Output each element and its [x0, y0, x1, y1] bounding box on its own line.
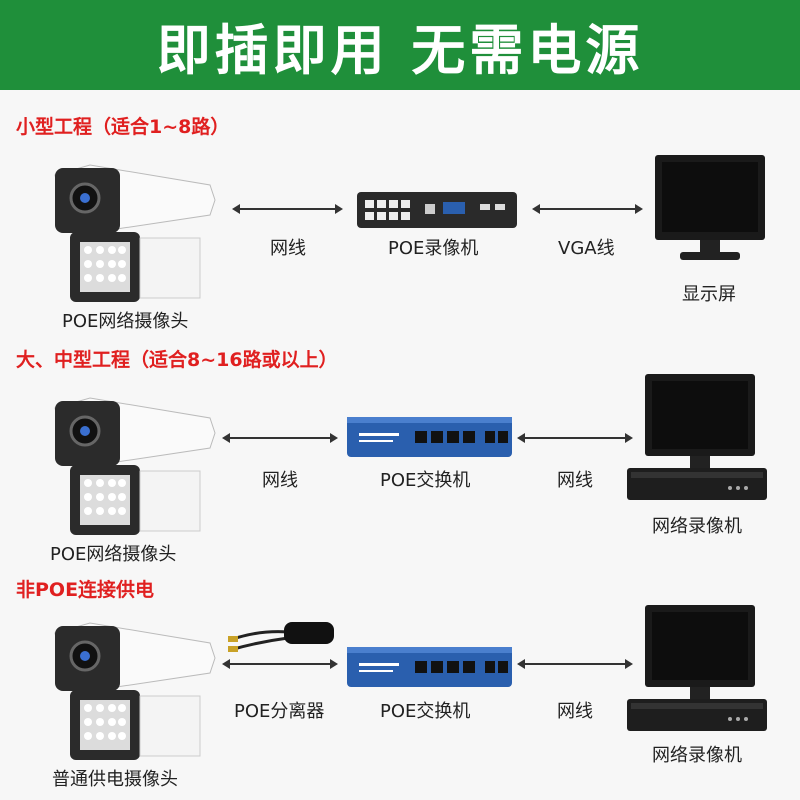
section-title: 非POE连接供电: [16, 579, 155, 601]
camera-label: POE网络摄像头: [62, 311, 189, 332]
connection-arrow: [517, 659, 633, 669]
hub-label: POE录像机: [388, 238, 479, 259]
connection-arrow: [232, 204, 343, 214]
nvr-monitor-icon: [627, 374, 767, 500]
link-label: 网线: [557, 701, 593, 722]
section-title: 大、中型工程（适合8~16路或以上）: [16, 349, 338, 371]
bullet-camera-icon: [54, 397, 216, 535]
section-title: 小型工程（适合1~8路）: [16, 116, 230, 138]
connection-arrow: [532, 204, 643, 214]
camera-label: 普通供电摄像头: [52, 769, 178, 790]
link-label: VGA线: [558, 238, 615, 259]
end-device-label: 网络录像机: [652, 745, 742, 766]
header-banner: 即插即用 无需电源: [0, 0, 800, 90]
bullet-camera-icon: [54, 164, 216, 302]
link-label: 网线: [557, 470, 593, 491]
link-label: 网线: [270, 238, 306, 259]
end-device-label: 网络录像机: [652, 516, 742, 537]
monitor-icon: [655, 155, 765, 260]
connection-arrow: [517, 433, 633, 443]
nvr-monitor-icon: [627, 605, 767, 731]
page-title: 即插即用 无需电源: [156, 18, 644, 82]
poe-switch-icon: [347, 417, 512, 457]
bullet-camera-icon: [54, 622, 216, 760]
hub-label: POE交换机: [380, 470, 471, 491]
connection-arrow: [222, 433, 338, 443]
camera-label: POE网络摄像头: [50, 544, 177, 565]
nvr-recorder-icon: [357, 192, 517, 228]
poe-splitter-icon: [228, 622, 334, 652]
connection-arrow: [222, 659, 338, 669]
poe-switch-icon: [347, 647, 512, 687]
link-label: POE分离器: [234, 701, 325, 722]
link-label: 网线: [262, 470, 298, 491]
hub-label: POE交换机: [380, 701, 471, 722]
end-device-label: 显示屏: [682, 284, 736, 305]
